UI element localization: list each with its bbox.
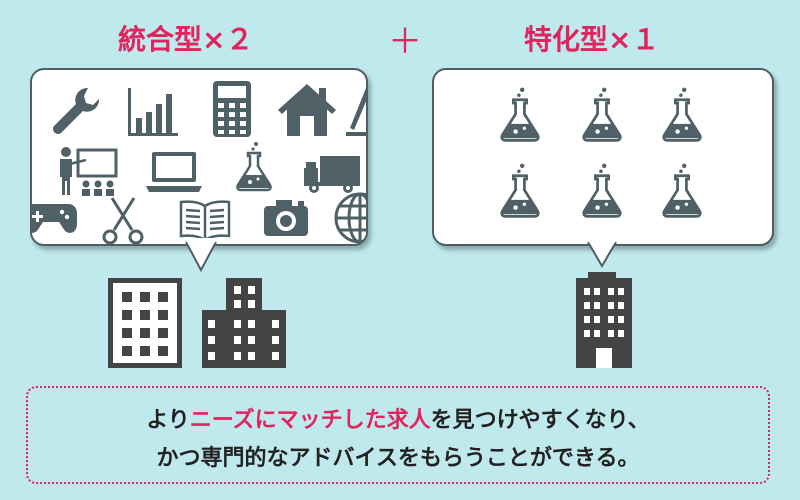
book-icon	[179, 200, 231, 242]
flask-icon	[580, 86, 624, 142]
city-building-icon	[202, 278, 286, 368]
camera-icon	[264, 200, 308, 236]
plus-sign: ＋	[388, 22, 422, 62]
conclusion-line-2: かつ専門的なアドバイスをもらうことができる。	[156, 446, 640, 471]
conclusion-box: よりニーズにマッチした求人を見つけやすくなり、 かつ専門的なアドバイスをもらうこ…	[26, 386, 770, 484]
tower-building-icon	[576, 272, 632, 368]
flask-icon	[498, 162, 542, 218]
integrated-bubble	[30, 68, 368, 246]
heading-specialized: 特化型×１	[524, 23, 660, 56]
pen-icon	[346, 88, 366, 136]
conclusion-line-1: よりニーズにマッチした求人を見つけやすくなり、	[28, 402, 768, 434]
house-icon	[278, 84, 336, 136]
heading-integrated: 統合型×２	[118, 23, 254, 56]
left-bubble-tail	[185, 238, 217, 273]
calculator-icon	[213, 81, 251, 137]
truck-icon	[304, 156, 360, 193]
office-building-icon	[108, 278, 182, 368]
gamepad-icon	[32, 204, 77, 233]
scissors-icon	[102, 197, 144, 244]
flask-icon	[660, 162, 704, 218]
line1-before: より	[146, 408, 190, 433]
right-bubble-tail	[587, 238, 617, 268]
globe-icon	[334, 192, 366, 244]
wrench-icon	[53, 87, 100, 134]
bar-chart-icon	[128, 88, 178, 136]
line1-after: を見つけやすくなり、	[430, 408, 650, 433]
flask-icon	[580, 162, 624, 218]
flask-icon	[498, 86, 542, 142]
presentation-icon	[60, 147, 118, 196]
laptop-icon	[146, 152, 202, 192]
specialized-bubble	[432, 68, 774, 246]
flask-icon	[234, 140, 274, 192]
line1-highlight: ニーズにマッチした求人	[189, 408, 431, 433]
flask-icon	[660, 86, 704, 142]
